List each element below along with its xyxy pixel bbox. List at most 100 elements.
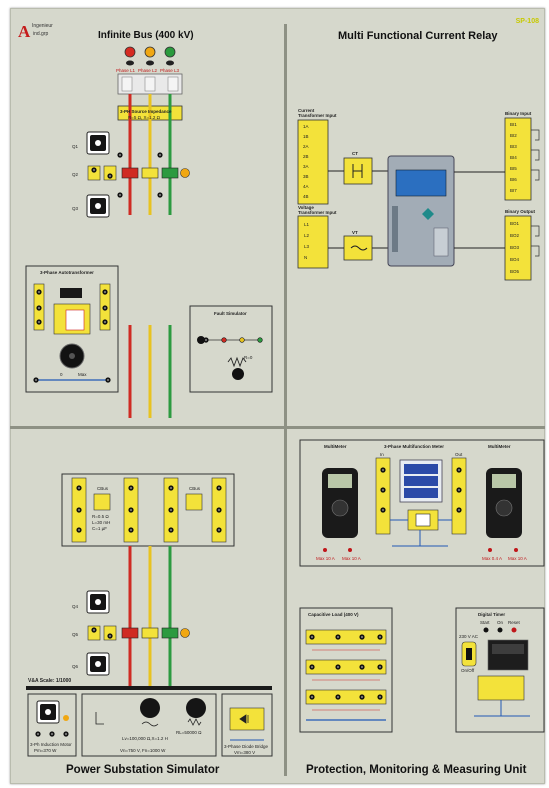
timer-title: Digital Timer — [478, 612, 506, 617]
cap-load-title: Capacitive Load (400 V) — [308, 612, 359, 617]
breaker-q4[interactable] — [86, 590, 110, 614]
phase-lamp-l1 — [124, 46, 136, 66]
timer-supply-label: 230 V AC — [459, 634, 479, 639]
fault-simulator-title: Fault Simulator — [214, 311, 247, 316]
mm1-fuse-a: Max 10 A — [316, 556, 335, 561]
logo-line1: Ingenieur — [32, 23, 53, 29]
relay-section — [297, 117, 540, 281]
meter-out-label: Out — [455, 452, 463, 457]
motor-rating: Pm=370 W — [34, 748, 57, 753]
bo-terminal-bo2[interactable]: BO2 — [510, 233, 520, 238]
horizontal-divider — [10, 426, 545, 429]
diode-bridge-module — [221, 693, 273, 757]
switch-label-q1: Q1 — [72, 144, 79, 149]
ct-terminal-1b[interactable]: 1B — [303, 134, 309, 139]
fault-resistor-label: R=0 — [244, 355, 253, 360]
ct-input-block — [297, 119, 329, 205]
switch-label-q3: Q3 — [72, 206, 79, 211]
multimeter-2-title: MultiMeter — [488, 444, 511, 449]
section-title-infinite-bus: Infinite Bus (400 kV) — [98, 30, 194, 41]
section-title-substation: Power Substation Simulator — [66, 764, 220, 776]
fault-resistor-knob[interactable] — [232, 368, 244, 380]
lamp-label-l1: Phase L1 — [116, 68, 136, 73]
capacitive-load-module — [299, 607, 393, 733]
section-title-relay: Multi Functional Current Relay — [338, 30, 498, 42]
ct-terminal-2a[interactable]: 2A — [303, 144, 309, 149]
impedance-sub: R=5 Ω, X=1.2 Ω — [128, 115, 160, 120]
load-knob-l[interactable] — [140, 698, 160, 718]
multifunction-title: 3-Phase Multifunction Meter — [384, 444, 445, 449]
breaker-q1[interactable] — [86, 131, 110, 155]
ct-terminal-2b[interactable]: 2B — [303, 154, 309, 159]
cbus-b-label: CBus — [189, 486, 201, 491]
ct-terminal-3a[interactable]: 3A — [303, 164, 309, 169]
binary-output-label: Binary Output — [505, 209, 535, 214]
autotransformer-scale-min: 0 — [60, 372, 63, 377]
model-code: SP-108 — [515, 18, 539, 25]
line-r-label: R=0.5 Ω — [92, 514, 109, 519]
ct-terminal-4b[interactable]: 4B — [303, 194, 309, 199]
switch-label-q2: Q2 — [72, 172, 79, 177]
bo-terminal-bo3[interactable]: BO3 — [510, 245, 520, 250]
switch-label-q6: Q6 — [72, 664, 79, 669]
bi-terminal-bi3[interactable]: BI3 — [510, 144, 517, 149]
cbus-b — [185, 493, 203, 511]
timer-onoff-label: On/Off — [461, 668, 475, 673]
bi-terminal-bi6[interactable]: BI6 — [510, 177, 517, 182]
timer-on-jack[interactable] — [497, 627, 503, 633]
bi-terminal-bi2[interactable]: BI2 — [510, 133, 517, 138]
line-module — [61, 473, 235, 547]
binary-input-block — [504, 117, 532, 201]
timer-start-jack[interactable] — [483, 627, 489, 633]
bi-terminal-bi1[interactable]: BI1 — [510, 122, 517, 127]
breaker-q6[interactable] — [86, 652, 110, 676]
autotransformer-title: 3-Phase Autotransformer — [40, 270, 94, 275]
bo-terminal-bo1[interactable]: BO1 — [510, 221, 520, 226]
bo-terminal-bo5[interactable]: BO5 — [510, 269, 520, 274]
load-label: Lv=100,000 Ω,X=1.2 H — [122, 736, 168, 741]
bo-terminal-bo4[interactable]: BO4 — [510, 257, 520, 262]
bi-terminal-bi5[interactable]: BI5 — [510, 166, 517, 171]
ct-terminal-1a[interactable]: 1A — [303, 124, 309, 129]
line-c-label: C=1 µF — [92, 526, 107, 531]
breaker-q3[interactable] — [86, 194, 110, 218]
company-logo: A Ingenieur ind.grp — [18, 22, 56, 42]
disconnect-switch-q5[interactable] — [87, 625, 117, 641]
load-sub: Vn=750 V, Fn=1000 W — [120, 748, 166, 753]
fault-switch[interactable] — [197, 336, 205, 344]
binary-input-label: Binary Input — [505, 111, 532, 116]
timer-reset-jack[interactable] — [511, 627, 517, 633]
vt-terminal-l3[interactable]: L3 — [304, 244, 310, 249]
relay-keypad[interactable] — [422, 208, 434, 220]
vt-terminal-l1[interactable]: L1 — [304, 222, 310, 227]
mm1-fuse-b: Max 10 A — [342, 556, 361, 561]
lamp-label-l2: Phase L2 — [138, 68, 158, 73]
infinite-bus-section — [86, 46, 190, 218]
relay-display — [395, 169, 447, 197]
vt-terminal-n[interactable]: N — [304, 255, 308, 260]
ct-terminal-3b[interactable]: 3B — [303, 174, 309, 179]
load-knob-r[interactable] — [186, 698, 206, 718]
vt-label: VT — [352, 230, 358, 235]
disconnect-switch-q2[interactable] — [87, 165, 117, 181]
mm2-fuse-a: Max 0.4 A — [482, 556, 503, 561]
logo-line2: ind.grp — [33, 31, 49, 37]
ct-label: CT — [352, 151, 358, 156]
vt-terminal-l2[interactable]: L2 — [304, 233, 310, 238]
autotransformer-scale-max: Max — [78, 372, 87, 377]
bi-terminal-bi7[interactable]: BI7 — [510, 188, 517, 193]
impedance-label: 3-PH Source Impedance — [120, 109, 172, 114]
autotransformer-module — [25, 265, 119, 393]
bi-terminal-bi4[interactable]: BI4 — [510, 155, 517, 160]
vertical-divider — [284, 24, 287, 776]
lamp-label-l3: Phase L3 — [160, 68, 180, 73]
rl-load-label: RL=50000 Ω — [176, 730, 202, 735]
meter-in-label: In — [380, 452, 384, 457]
ct-terminal-4a[interactable]: 4A — [303, 184, 309, 189]
phase-lamp-l2 — [144, 46, 156, 66]
busbar — [26, 686, 272, 690]
motor-label: 3-Ph Induction Motor — [30, 742, 72, 747]
binary-output-block — [504, 215, 532, 281]
ct-input-label: Current Transformer Input — [298, 108, 337, 118]
